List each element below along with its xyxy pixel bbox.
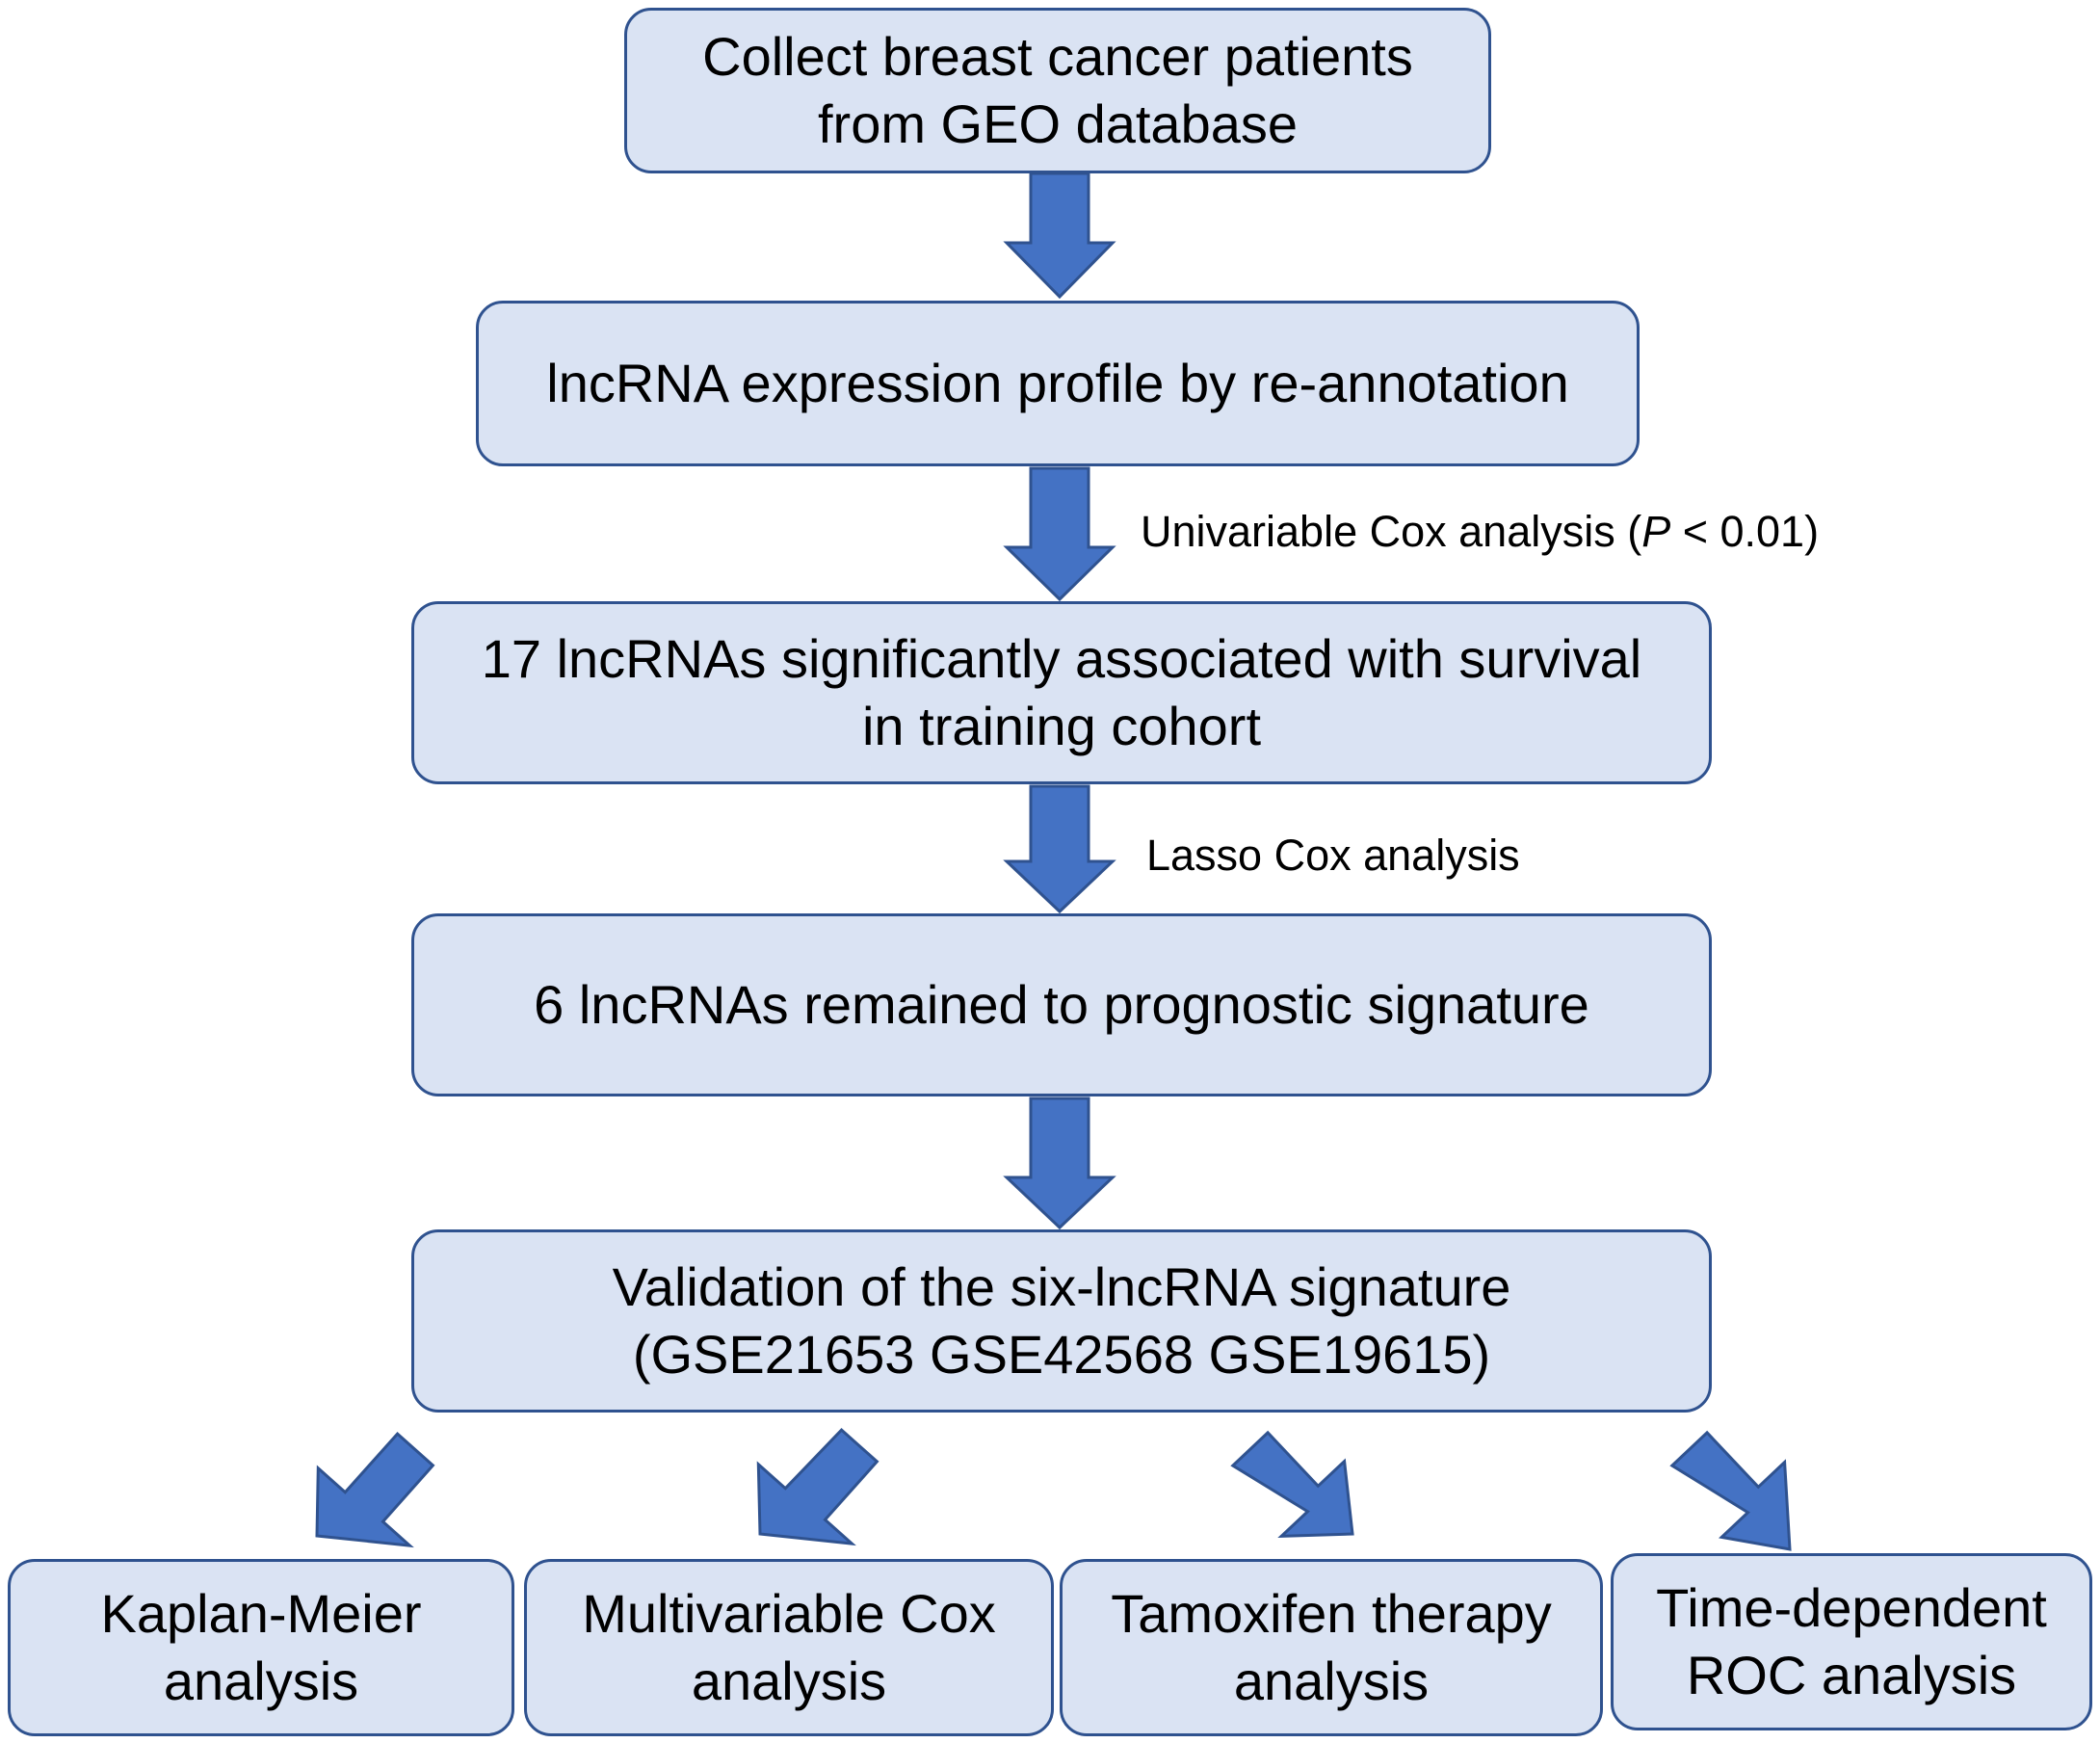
collect-patients-box: Collect breast cancer patients from GEO … [624, 8, 1491, 173]
tamoxifen-box: Tamoxifen therapy analysis [1060, 1559, 1603, 1736]
kaplan-meier-box: Kaplan-Meier analysis [8, 1559, 514, 1736]
tamoxifen-text: Tamoxifen therapy analysis [1111, 1583, 1552, 1711]
arrow-down-2 [1003, 466, 1116, 602]
arrow-diagonal-3 [1230, 1430, 1354, 1539]
lasso-cox-text: Lasso Cox analysis [1146, 831, 1520, 880]
six-lncrnas-box: 6 lncRNAs remained to prognostic signatu… [411, 913, 1712, 1096]
multivariable-cox-box: Multivariable Cox analysis [524, 1559, 1054, 1736]
p-symbol: P [1641, 507, 1671, 556]
lasso-cox-label: Lasso Cox analysis [1146, 831, 1520, 881]
arrow-down-1 [1003, 172, 1116, 300]
collect-patients-text: Collect breast cancer patients from GEO … [702, 26, 1413, 154]
univariable-label-suffix: < 0.01) [1670, 507, 1820, 556]
seventeen-lncrnas-text: 17 lncRNAs significantly associated with… [481, 628, 1642, 756]
kaplan-meier-text: Kaplan-Meier analysis [100, 1583, 422, 1711]
arrow-down-4 [1003, 1096, 1116, 1230]
time-dependent-roc-text: Time-dependent ROC analysis [1656, 1577, 2047, 1705]
arrow-diagonal-4 [1669, 1430, 1792, 1551]
time-dependent-roc-box: Time-dependent ROC analysis [1611, 1553, 2092, 1730]
expression-profile-text: lncRNA expression profile by re-annotati… [546, 353, 1569, 413]
arrow-down-3 [1003, 784, 1116, 914]
validation-box: Validation of the six-lncRNA signature (… [411, 1229, 1712, 1413]
univariable-label-prefix: Univariable Cox analysis ( [1141, 507, 1642, 556]
seventeen-lncrnas-box: 17 lncRNAs significantly associated with… [411, 601, 1712, 784]
arrow-diagonal-1 [315, 1431, 435, 1548]
validation-text: Validation of the six-lncRNA signature (… [612, 1256, 1511, 1385]
expression-profile-box: lncRNA expression profile by re-annotati… [476, 301, 1640, 466]
arrow-diagonal-2 [756, 1428, 879, 1546]
multivariable-cox-text: Multivariable Cox analysis [582, 1583, 996, 1711]
six-lncrnas-text: 6 lncRNAs remained to prognostic signatu… [534, 974, 1589, 1035]
univariable-cox-label: Univariable Cox analysis (P < 0.01) [1141, 507, 1819, 557]
